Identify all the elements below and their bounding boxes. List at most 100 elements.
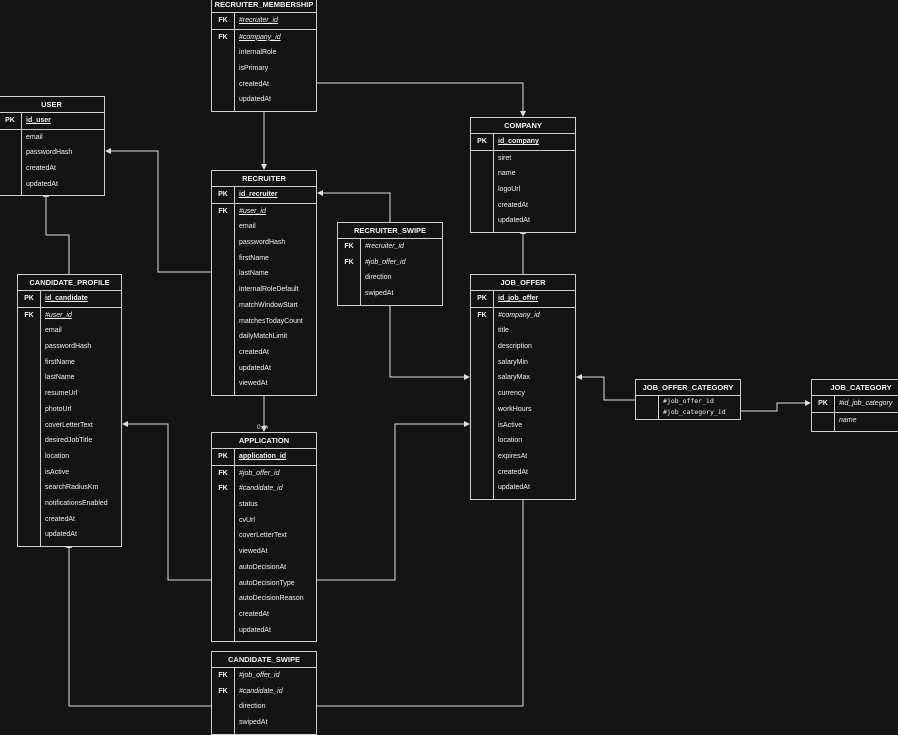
entity-row: PK#id_job_category [812,396,898,413]
entity-row: salaryMin [471,355,575,371]
key-column-divider [234,448,235,642]
field-name: isActive [498,421,523,429]
field-name: email [26,133,43,141]
key-column-divider [834,395,835,432]
entity-row: PK id_company [471,134,575,151]
key-label: PK [477,295,487,302]
field-name: updatedAt [45,531,77,539]
entity-row: resumeUrl [18,386,121,402]
key-column-divider [21,112,22,196]
entity-row: createdAt [471,198,575,214]
field-name: updatedAt [498,484,530,492]
key-column-divider [234,12,235,112]
key-label: PK [218,453,228,460]
field-name: swipedAt [365,290,394,298]
field-name: expiresAt [498,452,528,460]
field-name: isActive [45,468,70,476]
entity-row: updatedAt [212,623,316,639]
entity-row: coverLetterText [212,528,316,544]
field-name: viewedAt [239,380,268,388]
field-name: updatedAt [239,364,271,372]
entity-row: matchesTodayCount [212,314,316,330]
field-name: lastName [45,374,75,382]
key-label: PK [477,138,487,145]
entity-row: location [471,433,575,449]
entity-title: RECRUITER_MEMBERSHIP [212,0,316,13]
entity-row: viewedAt [212,376,316,392]
entity-row: currency [471,386,575,402]
entity-row: autoDecisionReason [212,591,316,607]
entity-row: photoUrl [18,402,121,418]
entity-title: CANDIDATE_SWIPE [212,652,316,668]
entity-row: updatedAt [212,92,316,108]
entity-title: JOB_OFFER [471,275,575,291]
entity-row: dailyMatchLimit [212,329,316,345]
entity-row: swipedAt [338,286,442,302]
entity-row: #job_category_id [636,407,740,418]
field-name: firstName [45,358,75,366]
field-name: location [498,437,523,445]
entity-row: viewedAt [212,544,316,560]
field-name: createdAt [239,348,269,356]
field-name: updatedAt [498,217,530,225]
field-name: updatedAt [26,180,58,188]
entity-row: passwordHash [0,145,104,161]
entity-title: USER [0,97,104,113]
key-column-divider [360,238,361,305]
entity-row: swipedAt [212,715,316,731]
key-label: FK [344,243,354,250]
field-name: id_company [498,138,539,145]
entity-row: isPrimary [212,61,316,77]
entity-row: notificationsEnabled [18,496,121,512]
field-name: #job_offer_id [239,672,280,679]
entity-row: internalRole [212,45,316,61]
field-name: lastName [239,270,269,278]
field-name: #recruiter_id [239,17,278,24]
key-column-divider [493,133,494,233]
entity-row: FK#recruiter_id [338,239,442,255]
field-name: status [239,501,258,509]
field-name: salaryMin [498,358,528,366]
entity-title: JOB_OFFER_CATEGORY [636,380,740,396]
key-label: PK [24,295,34,302]
field-name: #job_offer_id [365,258,406,266]
entity-row: internalRoleDefault [212,282,316,298]
field-name: matchesTodayCount [239,317,303,325]
entity-row: passwordHash [18,339,121,355]
field-name: passwordHash [239,239,286,247]
rel-recruiter-user [105,148,211,273]
field-name: #job_category_id [663,407,726,416]
field-name: id_candidate [45,295,88,302]
field-name: updatedAt [239,96,271,104]
field-name: passwordHash [45,343,92,351]
field-name: #company_id [239,33,281,41]
field-name: #job_offer_id [239,469,280,477]
field-name: #user_id [239,207,266,215]
key-column-divider [493,290,494,499]
entity-row: createdAt [0,161,104,177]
field-name: dailyMatchLimit [239,333,288,341]
entity-row: coverLetterText [18,418,121,434]
field-name: createdAt [498,201,528,209]
field-name: location [45,452,70,460]
key-label: FK [218,485,228,493]
entity-row: FK#job_offer_id [212,668,316,684]
entity-title: JOB_CATEGORY [812,380,898,396]
field-name: searchRadiusKm [45,484,99,492]
field-name: createdAt [45,515,75,523]
entity-job-offer-category[interactable]: JOB_OFFER_CATEGORY#job_offer_id#job_cate… [635,379,741,420]
field-name: autoDecisionReason [239,595,304,603]
field-name: internalRoleDefault [239,286,299,294]
